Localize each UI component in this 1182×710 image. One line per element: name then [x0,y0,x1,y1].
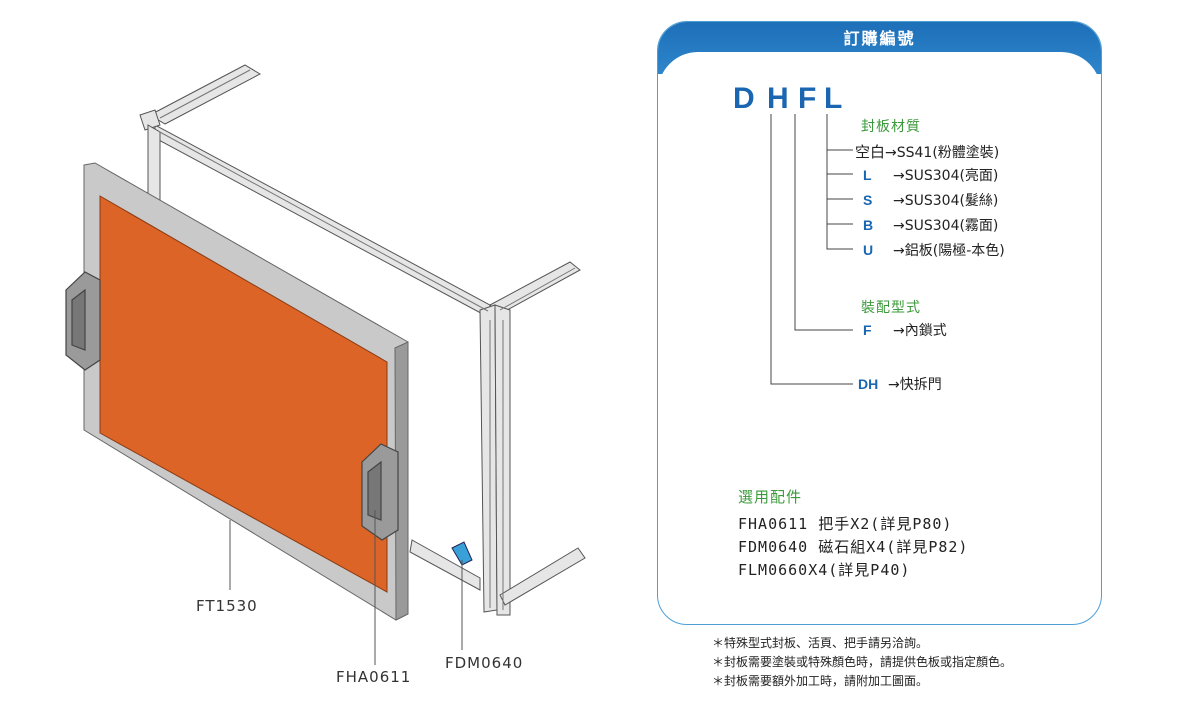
callout-panel: FT1530 [196,597,258,615]
code-letter-l: L [824,82,843,115]
code-letter-d: D [733,82,755,115]
material-option-b: B→SUS304(霧面) [863,217,999,234]
type-option-dh: DH→快拆門 [858,376,942,393]
material-heading: 封板材質 [861,119,921,135]
handle-right [361,443,399,541]
callout-handle: FHA0611 [336,668,412,686]
product-illustration [65,64,586,665]
material-option-l: L→SUS304(亮面) [863,167,999,184]
assembly-heading: 裝配型式 [861,300,921,316]
code-letter-h: H [767,82,789,115]
accessories-heading: 選用配件 [738,488,803,506]
material-option-blank: 空白→SS41(粉體塗裝) [855,143,1000,161]
handle-left [65,271,101,371]
callout-hinge: FDM0640 [445,654,524,672]
code-letter-f: F [798,82,817,115]
assembly-option-f: F→內鎖式 [863,322,947,339]
accessory-item: FLM0660X4(詳見P40) [738,561,911,579]
order-title: 訂購編號 [843,29,916,48]
note-line: ＊封板需要塗裝或特殊顏色時，請提供色板或指定顏色。 [712,655,1013,669]
note-line: ＊特殊型式封板、活頁、把手請另洽詢。 [712,636,929,650]
note-line: ＊封板需要額外加工時，請附加工圖面。 [712,674,929,688]
material-option-u: U→鋁板(陽極-本色) [863,242,1005,259]
magnet-icon [451,541,473,566]
code-tree-lines [770,114,853,385]
door-panel [83,162,409,621]
accessory-item: FHA0611 把手X2(詳見P80) [738,515,953,533]
material-option-s: S→SUS304(髮絲) [863,192,999,209]
accessory-item: FDM0640 磁石組X4(詳見P82) [738,538,969,556]
order-code-panel: 訂購編號 D H F L 封板材質 空白→SS41(粉體塗裝) L→SUS304… [657,21,1102,625]
